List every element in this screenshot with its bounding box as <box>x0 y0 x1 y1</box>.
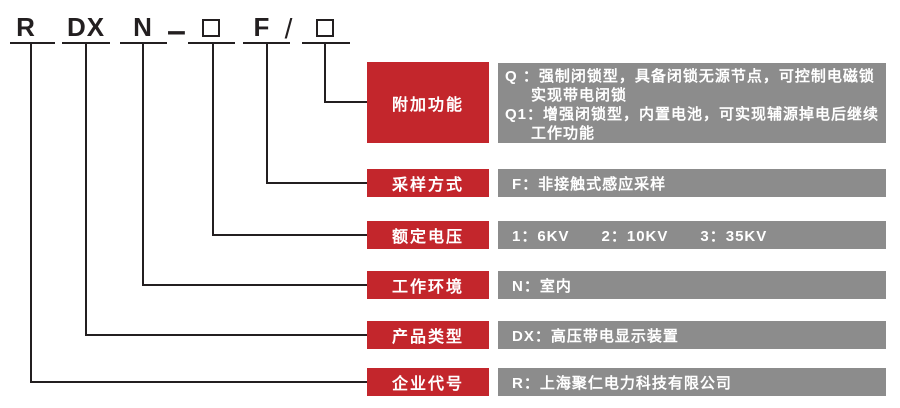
desc-line: 实现带电闭锁 <box>531 87 628 104</box>
code-letter-company: R <box>16 12 36 42</box>
connector-vertical-function <box>324 42 326 103</box>
row-label-working-environment: 工作环境 <box>367 271 489 299</box>
connector-horizontal-company <box>30 381 367 383</box>
code-letter-sampling: F <box>253 12 271 42</box>
code-underline-company <box>10 42 55 44</box>
row-label-company-code: 企业代号 <box>367 368 489 396</box>
row-desc-company-code: R：上海聚仁电力科技有限公司 <box>498 368 886 396</box>
connector-horizontal-environment <box>142 284 367 286</box>
row-label-additional-function: 附加功能 <box>367 62 489 143</box>
connector-vertical-environment <box>142 42 144 286</box>
connector-horizontal-function <box>324 101 367 103</box>
connector-horizontal-sampling <box>266 182 367 184</box>
row-desc-working-environment: N：室内 <box>498 271 886 299</box>
connector-vertical-sampling <box>266 42 268 184</box>
code-placeholder-square-function <box>316 19 334 37</box>
row-desc-sampling-method: F：非接触式感应采样 <box>498 169 886 197</box>
connector-horizontal-type <box>85 334 367 336</box>
code-placeholder-square-voltage <box>202 19 220 37</box>
desc-line: Q1：增强闭锁型，内置电池，可实现辅源掉电后继续 <box>505 106 880 123</box>
desc-line: 工作功能 <box>531 125 596 142</box>
connector-vertical-voltage <box>212 42 214 236</box>
desc-line: Q ：强制闭锁型，具备闭锁无源节点，可控制电磁锁 <box>505 68 875 85</box>
code-letters-type: DX <box>66 12 106 42</box>
code-letter-environment: N <box>133 12 153 42</box>
connector-vertical-type <box>85 42 87 336</box>
row-desc-rated-voltage: 1：6KV 2：10KV 3：35KV <box>498 221 886 249</box>
code-underline-function <box>302 42 350 44</box>
connector-vertical-company <box>30 42 32 383</box>
row-desc-additional-function: Q ：强制闭锁型，具备闭锁无源节点，可控制电磁锁 实现带电闭锁 Q1：增强闭锁型… <box>498 63 886 143</box>
row-desc-product-type: DX：高压带电显示装置 <box>498 321 886 349</box>
connector-horizontal-voltage <box>212 234 367 236</box>
row-label-rated-voltage: 额定电压 <box>367 221 489 249</box>
row-label-sampling-method: 采样方式 <box>367 169 489 197</box>
code-underline-voltage <box>188 42 235 44</box>
code-dash: – <box>167 12 186 50</box>
row-label-product-type: 产品类型 <box>367 321 489 349</box>
code-slash: / <box>284 13 294 44</box>
